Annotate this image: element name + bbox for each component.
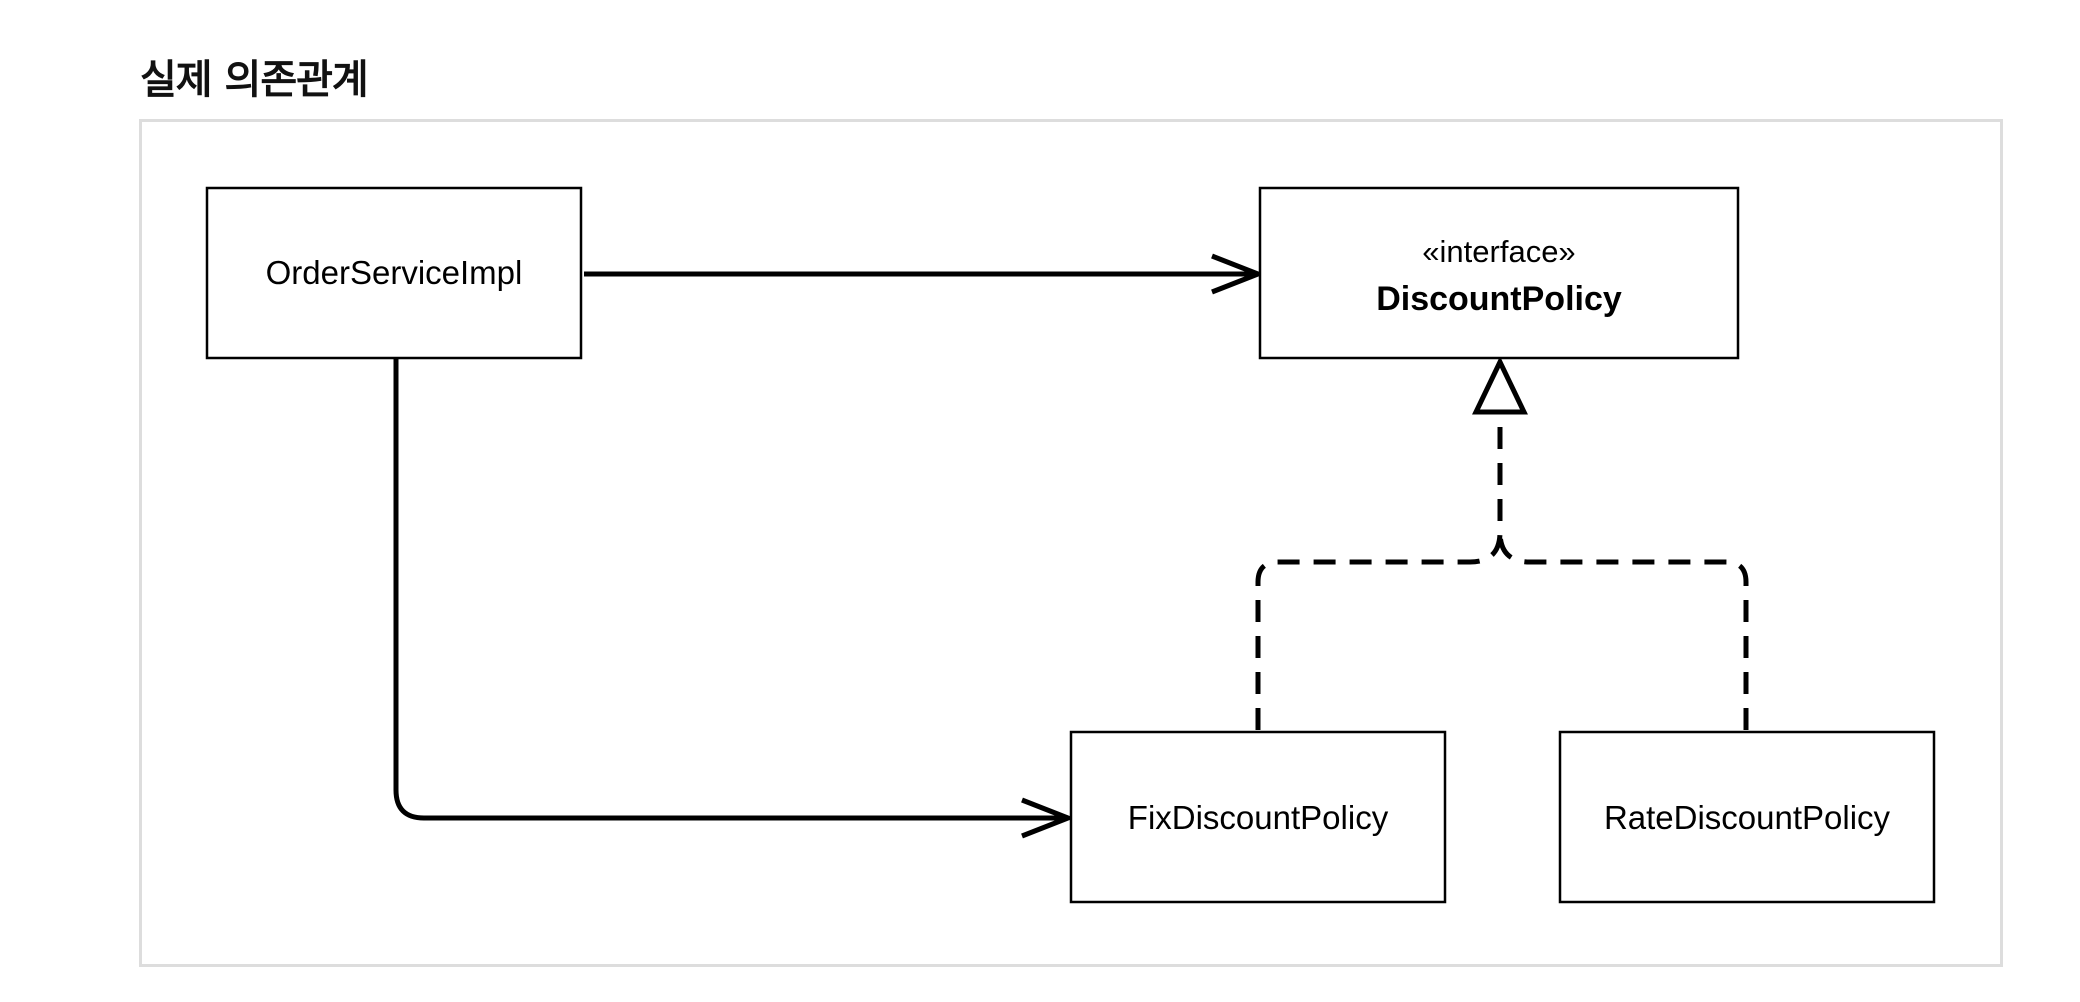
dependency-edge-order-to-fix-discount-policy (393, 358, 1075, 839)
section-heading: 실제 의존관계 (140, 57, 369, 103)
diagram-frame: OrderServiceImpl «interface» DiscountPol… (139, 119, 2003, 967)
rate-discount-policy-label: RateDiscountPolicy (1604, 799, 1891, 836)
class-box-fix-discount-policy: FixDiscountPolicy (1069, 730, 1447, 904)
class-diagram: OrderServiceImpl «interface» DiscountPol… (205, 186, 1936, 904)
order-service-impl-label: OrderServiceImpl (266, 254, 523, 291)
interface-stereotype: «interface» (1422, 234, 1575, 269)
class-box-rate-discount-policy: RateDiscountPolicy (1558, 730, 1936, 904)
discount-policy-label: DiscountPolicy (1376, 280, 1622, 318)
class-box-order-service-impl: OrderServiceImpl (205, 186, 583, 360)
interface-box-discount-policy: «interface» DiscountPolicy (1258, 186, 1740, 360)
realization-triangle-icon (1472, 356, 1528, 415)
realization-edge-implementations-to-discount-policy (1255, 356, 1749, 730)
fix-discount-policy-label: FixDiscountPolicy (1128, 799, 1389, 836)
dependency-edge-order-to-discount-policy (584, 253, 1265, 295)
